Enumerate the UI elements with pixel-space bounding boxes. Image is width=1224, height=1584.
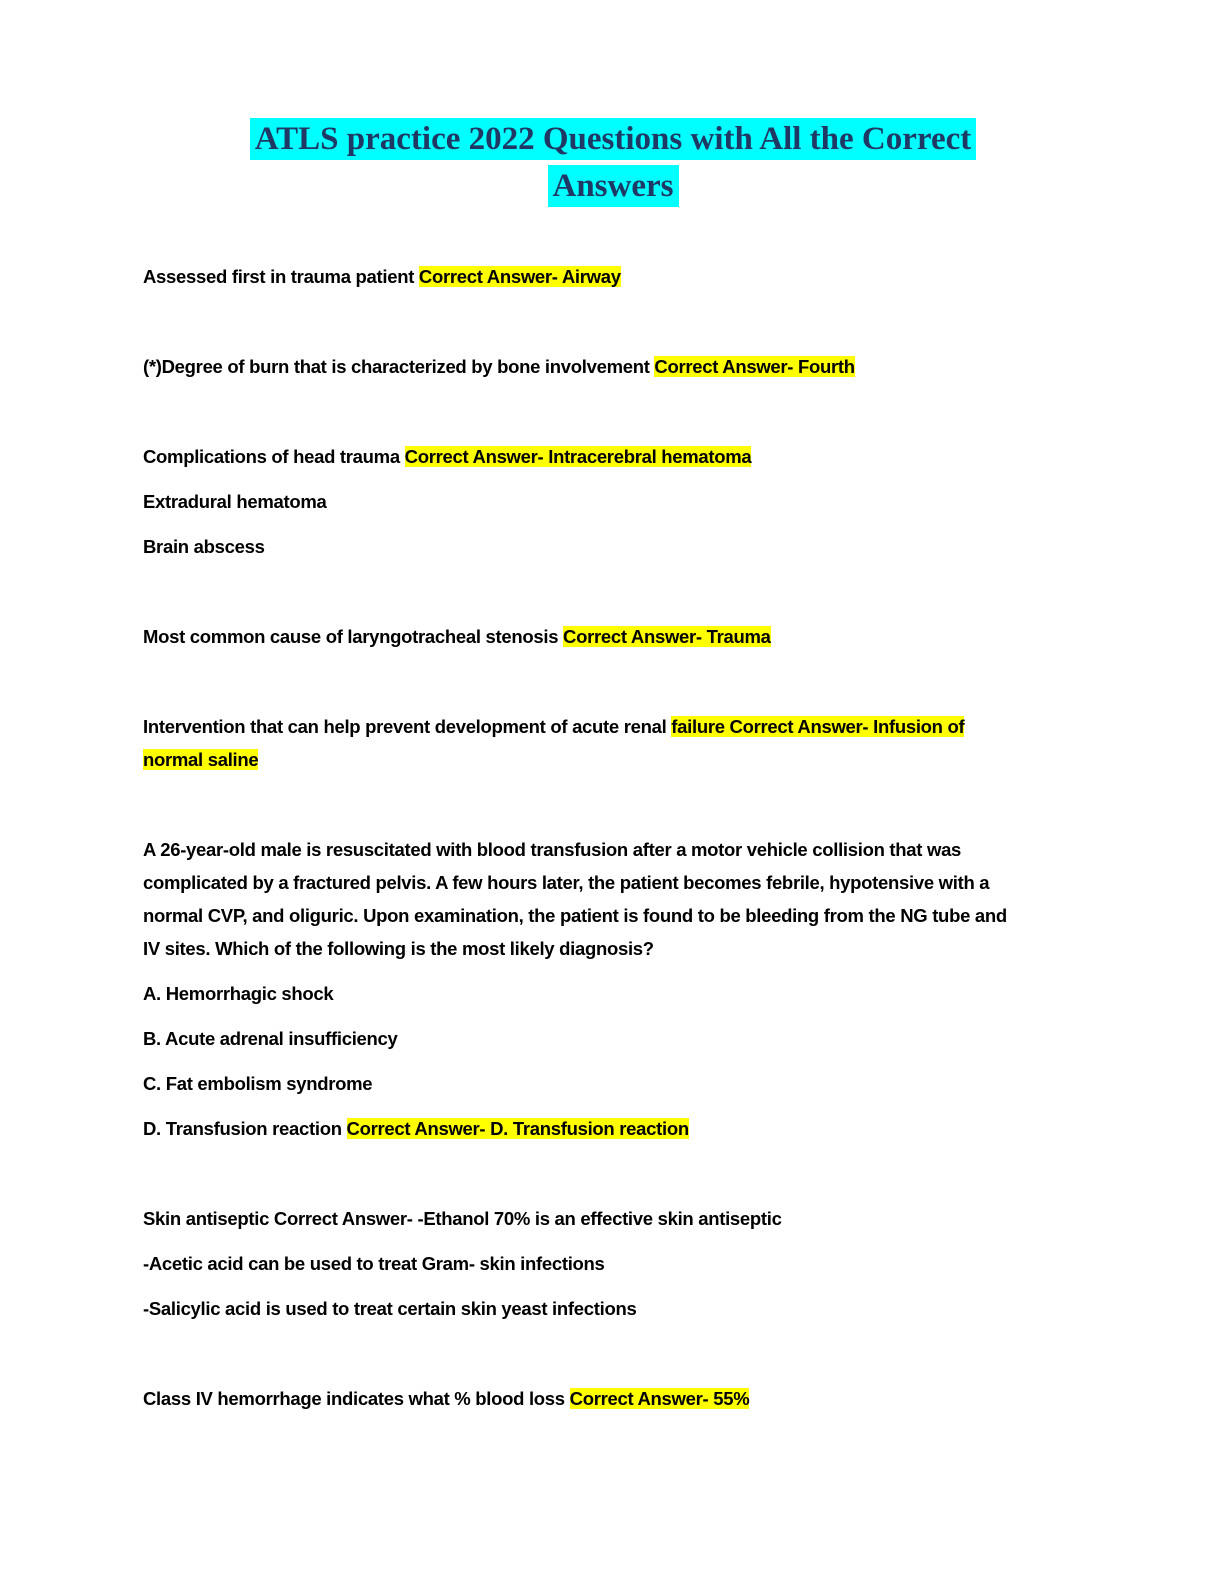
question-text: Extradural hematoma <box>143 491 327 512</box>
question-text: (*)Degree of burn that is characterized … <box>143 356 655 377</box>
document-body: Assessed first in trauma patient Correct… <box>143 260 1085 1415</box>
qa-paragraph: Intervention that can help prevent devel… <box>143 710 1085 776</box>
question-text: -Acetic acid can be used to treat Gram- … <box>143 1253 605 1274</box>
qa-paragraph: Most common cause of laryngotracheal ste… <box>143 620 1085 653</box>
question-text: D. Transfusion reaction <box>143 1118 347 1139</box>
highlighted-answer-text: Correct Answer- Intracerebral hematoma <box>404 446 752 467</box>
question-text: -Salicylic acid is used to treat certain… <box>143 1298 637 1319</box>
highlighted-answer-text: Correct Answer- Fourth <box>654 356 855 377</box>
question-text: Class IV hemorrhage indicates what % blo… <box>143 1388 570 1409</box>
page-title-highlighted-text: ATLS practice 2022 Questions with All th… <box>249 118 977 207</box>
question-text: C. Fat embolism syndrome <box>143 1073 373 1094</box>
qa-paragraph: Assessed first in trauma patient Correct… <box>143 260 1085 293</box>
qa-paragraph: Brain abscess <box>143 530 1085 563</box>
question-text: A 26-year-old male is resuscitated with … <box>143 839 1007 959</box>
page-title: ATLS practice 2022 Questions with All th… <box>143 116 1083 210</box>
highlighted-answer-text: Correct Answer- Airway <box>418 266 621 287</box>
qa-paragraph: D. Transfusion reaction Correct Answer- … <box>143 1112 1085 1145</box>
qa-paragraph: -Salicylic acid is used to treat certain… <box>143 1292 1085 1325</box>
question-text: B. Acute adrenal insufficiency <box>143 1028 398 1049</box>
question-text: Complications of head trauma <box>143 446 405 467</box>
highlighted-answer-text: Correct Answer- 55% <box>569 1388 750 1409</box>
question-text: Brain abscess <box>143 536 265 557</box>
qa-paragraph: Skin antiseptic Correct Answer- -Ethanol… <box>143 1202 1085 1235</box>
qa-paragraph: A. Hemorrhagic shock <box>143 977 1085 1010</box>
highlighted-answer-text: Correct Answer- Trauma <box>563 626 771 647</box>
qa-paragraph: C. Fat embolism syndrome <box>143 1067 1085 1100</box>
qa-paragraph: -Acetic acid can be used to treat Gram- … <box>143 1247 1085 1280</box>
qa-paragraph: Class IV hemorrhage indicates what % blo… <box>143 1382 1085 1415</box>
question-text: Skin antiseptic Correct Answer- -Ethanol… <box>143 1208 782 1229</box>
question-text: A. Hemorrhagic shock <box>143 983 334 1004</box>
highlighted-answer-text: Correct Answer- D. Transfusion reaction <box>346 1118 689 1139</box>
question-text: Intervention that can help prevent devel… <box>143 716 672 737</box>
qa-paragraph: Complications of head trauma Correct Ans… <box>143 440 1085 473</box>
question-text: Assessed first in trauma patient <box>143 266 419 287</box>
question-text: Most common cause of laryngotracheal ste… <box>143 626 564 647</box>
qa-paragraph: A 26-year-old male is resuscitated with … <box>143 833 1085 965</box>
qa-paragraph: Extradural hematoma <box>143 485 1085 518</box>
qa-paragraph: B. Acute adrenal insufficiency <box>143 1022 1085 1055</box>
qa-paragraph: (*)Degree of burn that is characterized … <box>143 350 1085 383</box>
